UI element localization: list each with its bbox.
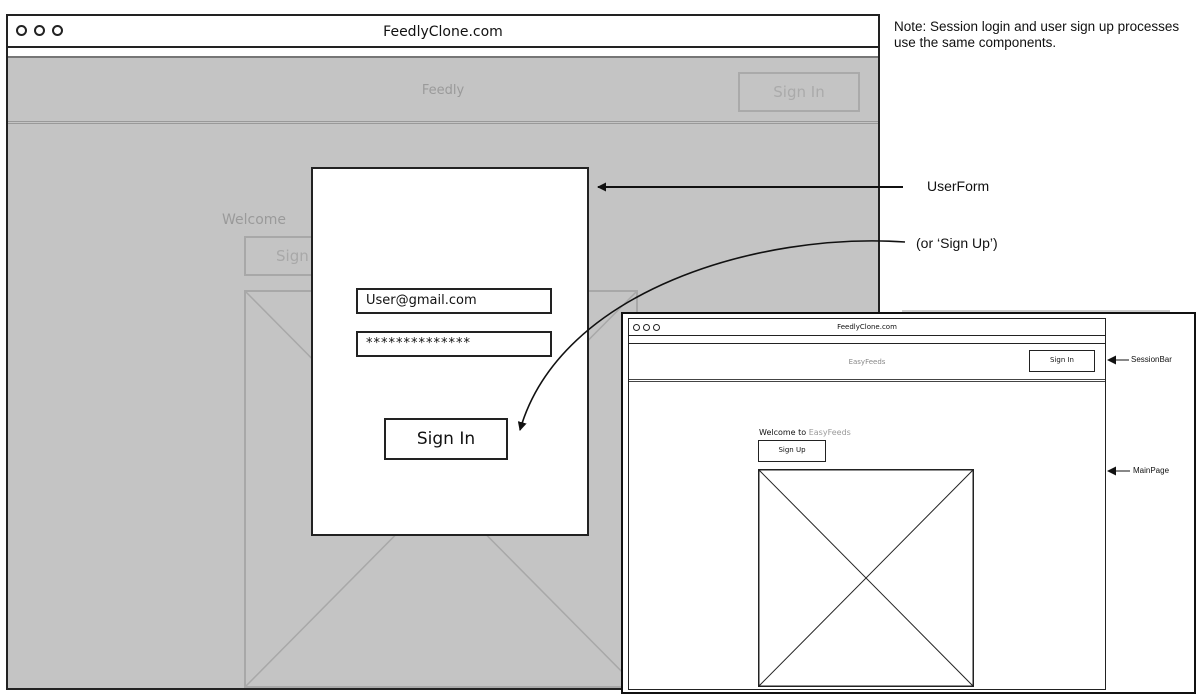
window-close-control[interactable] bbox=[16, 25, 27, 36]
inset-image-placeholder bbox=[758, 469, 974, 687]
sessionbar-label: SessionBar bbox=[1131, 355, 1172, 364]
inset-signin-button[interactable]: Sign In bbox=[1029, 350, 1095, 372]
page-header: Feedly Sign In bbox=[8, 58, 878, 124]
browser-url-title: FeedlyClone.com bbox=[383, 24, 503, 40]
session-bar-screenshot: FeedlyClone.com EasyFeeds Sign In Welcom… bbox=[621, 312, 1196, 694]
welcome-prefix: Welcome to bbox=[759, 428, 807, 437]
window-minimize-control[interactable] bbox=[34, 25, 45, 36]
inset-signup-button[interactable]: Sign Up bbox=[758, 440, 826, 462]
signup-alt-label: (or ‘Sign Up’) bbox=[916, 235, 998, 251]
password-field[interactable]: ************** bbox=[356, 331, 552, 357]
mainpage-label: MainPage bbox=[1133, 466, 1170, 475]
userform-label: UserForm bbox=[927, 178, 990, 194]
welcome-brand: EasyFeeds bbox=[808, 428, 851, 437]
window-maximize-control[interactable] bbox=[52, 25, 63, 36]
header-signin-button: Sign In bbox=[738, 72, 860, 112]
email-field[interactable]: User@gmail.com bbox=[356, 288, 552, 314]
signin-button[interactable]: Sign In bbox=[384, 418, 508, 460]
note-text: Note: Session login and user sign up pro… bbox=[894, 19, 1180, 50]
welcome-text: Welcome bbox=[222, 212, 287, 228]
inset-url-title: FeedlyClone.com bbox=[837, 323, 897, 331]
browser-titlebar: FeedlyClone.com bbox=[8, 16, 878, 48]
brand-title: Feedly bbox=[421, 83, 465, 98]
session-bar: EasyFeeds Sign In bbox=[629, 343, 1105, 382]
inset-browser-window: FeedlyClone.com EasyFeeds Sign In Welcom… bbox=[628, 318, 1106, 690]
inset-titlebar: FeedlyClone.com bbox=[629, 319, 1105, 336]
user-form-modal: User@gmail.com ************** Sign In bbox=[311, 167, 589, 536]
inset-welcome-text: Welcome to EasyFeeds bbox=[759, 428, 851, 437]
